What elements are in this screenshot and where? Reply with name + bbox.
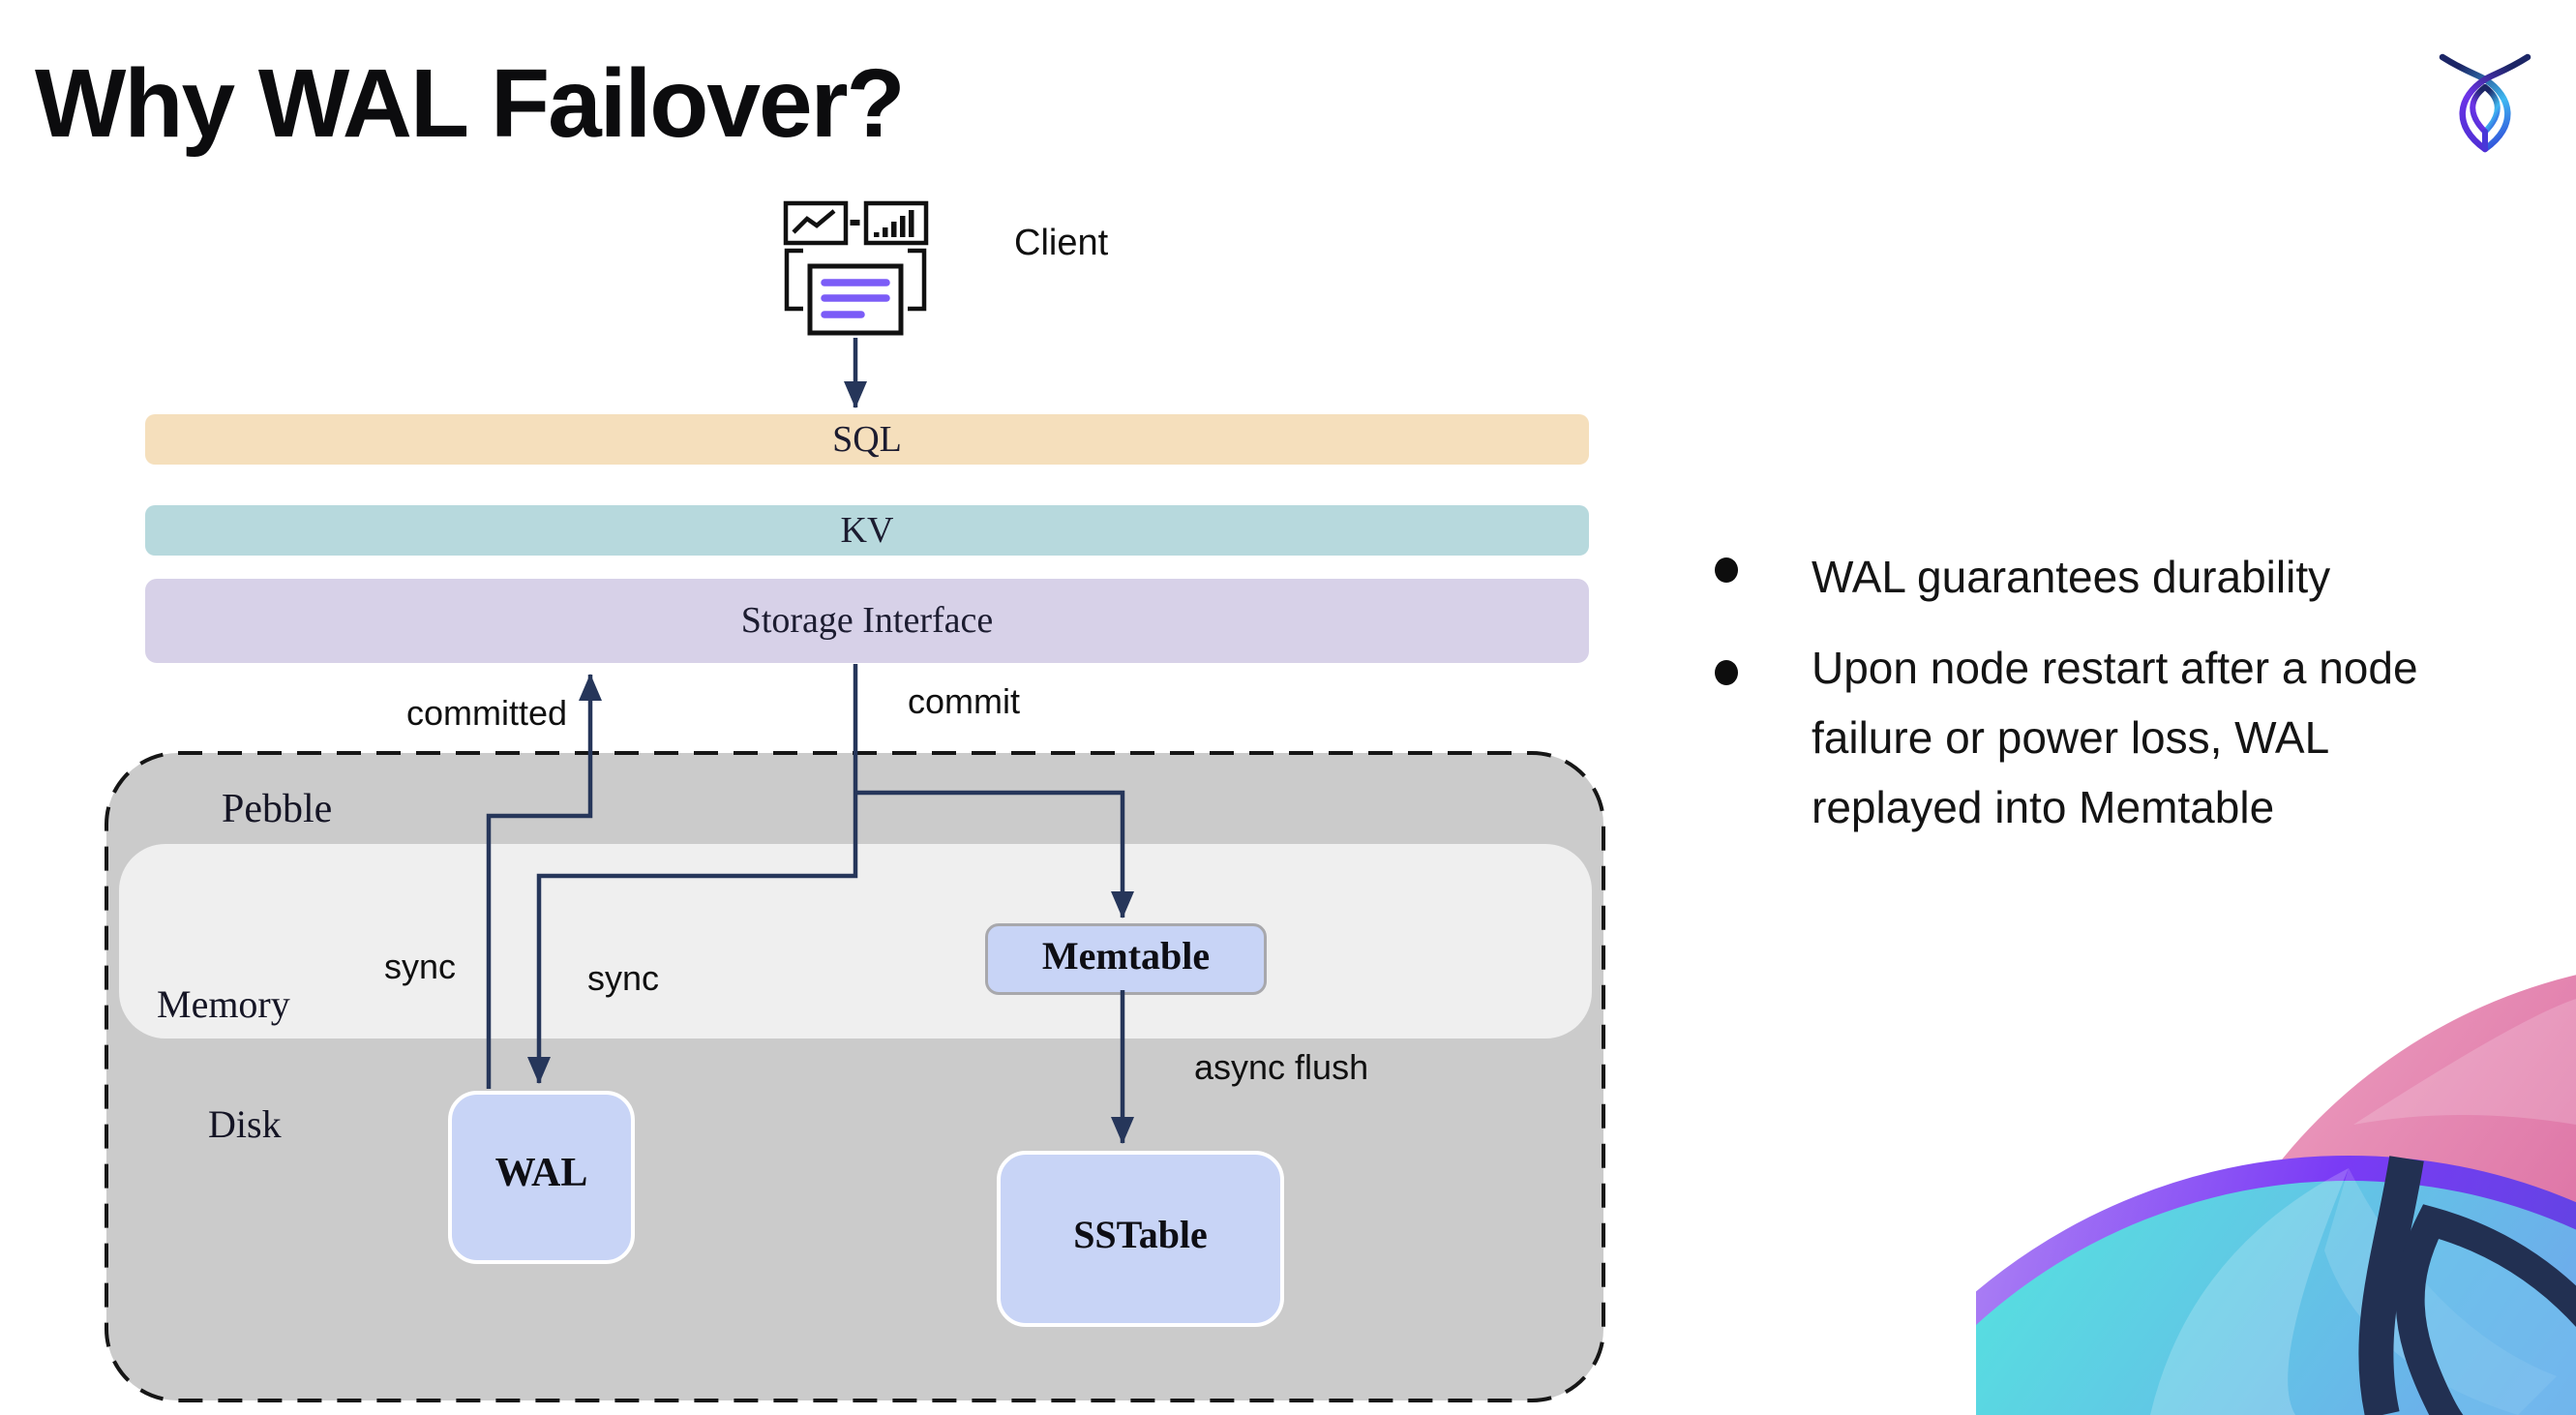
client-label: Client [1014,223,1109,263]
bullet-dot [1715,660,1738,685]
left-bracket-icon [784,248,803,312]
memory-region [119,844,1592,1039]
layer-kv: KV [145,505,1589,556]
cockroach-logo [2439,53,2531,153]
sstable-node: SSTable [997,1151,1284,1327]
bullet-dot [1715,557,1738,583]
edge-label-committed: committed [406,693,568,733]
edge-label-async-flush: async flush [1194,1047,1369,1087]
dash-icon [850,220,860,226]
memtable-node: Memtable [985,923,1267,995]
edge-label-sync-right: sync [587,958,660,998]
bullet-item: WAL guarantees durability [1812,552,2331,602]
right-bracket-icon [908,248,927,312]
page-title: Why WAL Failover? [35,49,906,158]
bullet-item: Upon node restart after a node failure o… [1812,643,2418,832]
document-icon [807,263,904,336]
edge-label-commit: commit [908,681,1020,721]
disk-label: Disk [208,1102,282,1146]
bar-chart-icon [863,200,929,246]
memory-label: Memory [157,982,290,1026]
edge-label-sync-left: sync [384,947,457,986]
layer-sql: SQL [145,414,1589,465]
line-chart-icon [783,200,849,246]
layer-storage-interface: Storage Interface [145,579,1589,663]
pebble-label: Pebble [222,787,333,831]
client-icon [783,200,929,336]
wal-node: WAL [448,1091,635,1264]
brand-art-decoration [1976,975,2576,1415]
